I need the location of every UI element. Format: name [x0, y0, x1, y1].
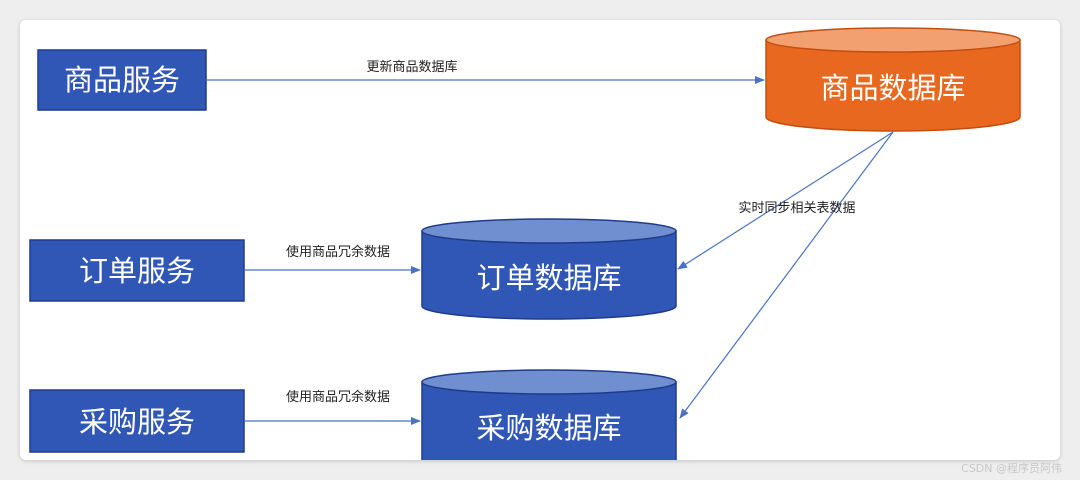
purchase-service-node: 采购服务: [29, 389, 245, 453]
order-database-label: 订单数据库: [476, 261, 621, 295]
architecture-diagram: 商品服务 订单服务 采购服务 商品数据库 订单数据库 采购数据库: [29, 27, 1021, 460]
purchase-database-node: 采购数据库: [421, 369, 677, 460]
purchase-service-label: 采购服务: [79, 405, 195, 439]
order-service-node: 订单服务: [29, 239, 245, 302]
product-database-node: 商品数据库: [765, 27, 1021, 132]
order-database-node: 订单数据库: [421, 218, 677, 320]
watermark-text: CSDN @程序员阿伟: [961, 461, 1062, 475]
product-database-label: 商品数据库: [820, 71, 965, 105]
sync-to-order-arrow: [677, 131, 894, 270]
purchase-redundant-label: 使用商品冗余数据: [286, 389, 390, 405]
realtime-sync-label: 实时同步相关表数据: [738, 201, 855, 216]
purchase-database-label: 采购数据库: [476, 411, 621, 445]
update-product-db-label: 更新商品数据库: [366, 59, 457, 75]
diagram-canvas: 商品服务 订单服务 采购服务 商品数据库 订单数据库 采购数据库: [20, 20, 1060, 460]
product-service-node: 商品服务: [37, 49, 207, 111]
sync-to-purchase-arrow: [679, 131, 894, 419]
order-redundant-label: 使用商品冗余数据: [286, 244, 390, 260]
order-service-label: 订单服务: [79, 254, 195, 288]
product-service-label: 商品服务: [64, 63, 180, 97]
